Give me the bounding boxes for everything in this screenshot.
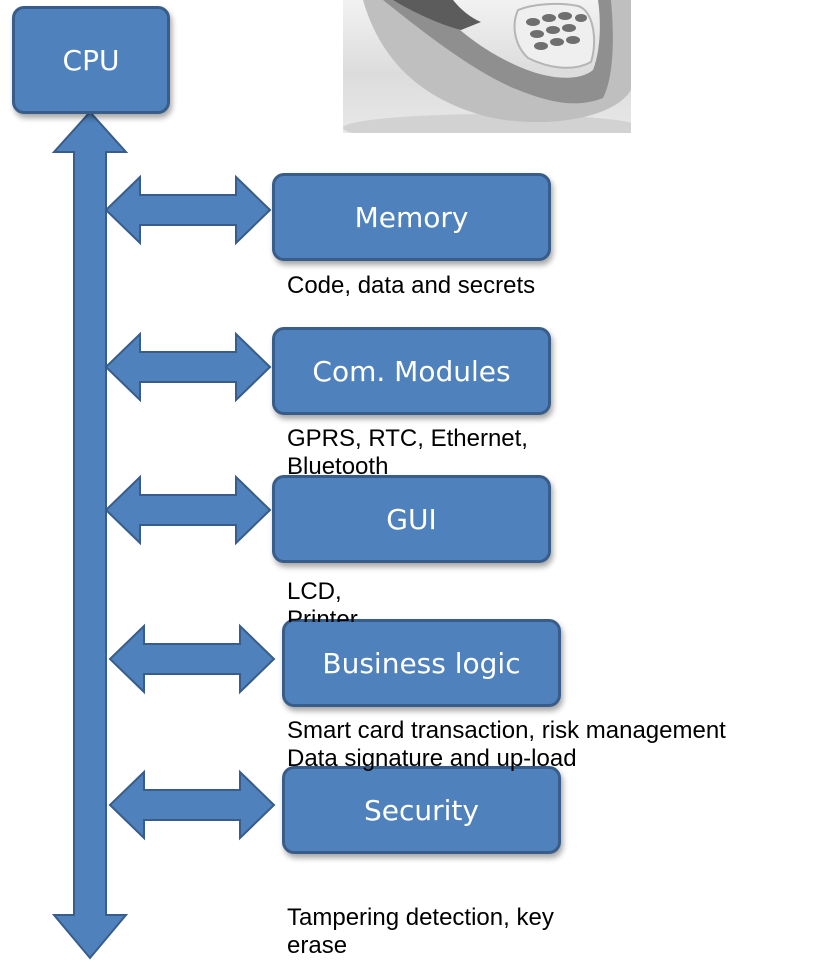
gui-caption-line: LCD,	[287, 578, 342, 605]
security-caption-line: erase	[287, 932, 348, 959]
security-box: Security	[282, 766, 561, 854]
cpu-label: CPU	[62, 43, 120, 77]
security-caption: Tampering detection, key erase	[287, 904, 554, 960]
memory-caption-line: Code, data and secrets	[287, 272, 536, 299]
com-modules-box: Com. Modules	[272, 327, 551, 415]
com-modules-caption-line: Bluetooth	[287, 453, 389, 476]
security-arrow	[108, 769, 276, 841]
com-modules-arrow	[104, 331, 272, 403]
gui-box: GUI	[272, 475, 551, 563]
gui-caption: LCD, Printer	[287, 578, 487, 622]
memory-caption: Code, data and secrets	[287, 272, 535, 300]
main-bus-arrow	[51, 110, 129, 960]
security-caption-line: Tampering detection, key	[287, 904, 554, 931]
memory-arrow	[104, 174, 272, 246]
payment-terminal-image	[343, 0, 631, 133]
com-modules-caption: GPRS, RTC, Ethernet, Bluetooth	[287, 425, 607, 476]
memory-box: Memory	[272, 173, 551, 261]
memory-label: Memory	[354, 200, 469, 234]
business-logic-box: Business logic	[282, 619, 561, 707]
gui-label: GUI	[386, 502, 437, 536]
business-logic-caption: Smart card transaction, risk management …	[287, 717, 726, 773]
gui-caption-line: Printer	[287, 606, 358, 622]
business-logic-label: Business logic	[322, 646, 521, 680]
business-logic-arrow	[108, 623, 276, 695]
security-label: Security	[364, 793, 479, 827]
cpu-box: CPU	[12, 6, 170, 114]
business-logic-caption-line: Smart card transaction, risk management	[287, 717, 726, 744]
com-modules-caption-line: GPRS, RTC, Ethernet,	[287, 425, 528, 452]
business-logic-caption-line: Data signature and up-load	[287, 745, 577, 772]
com-modules-label: Com. Modules	[312, 354, 511, 388]
gui-arrow	[104, 474, 272, 546]
